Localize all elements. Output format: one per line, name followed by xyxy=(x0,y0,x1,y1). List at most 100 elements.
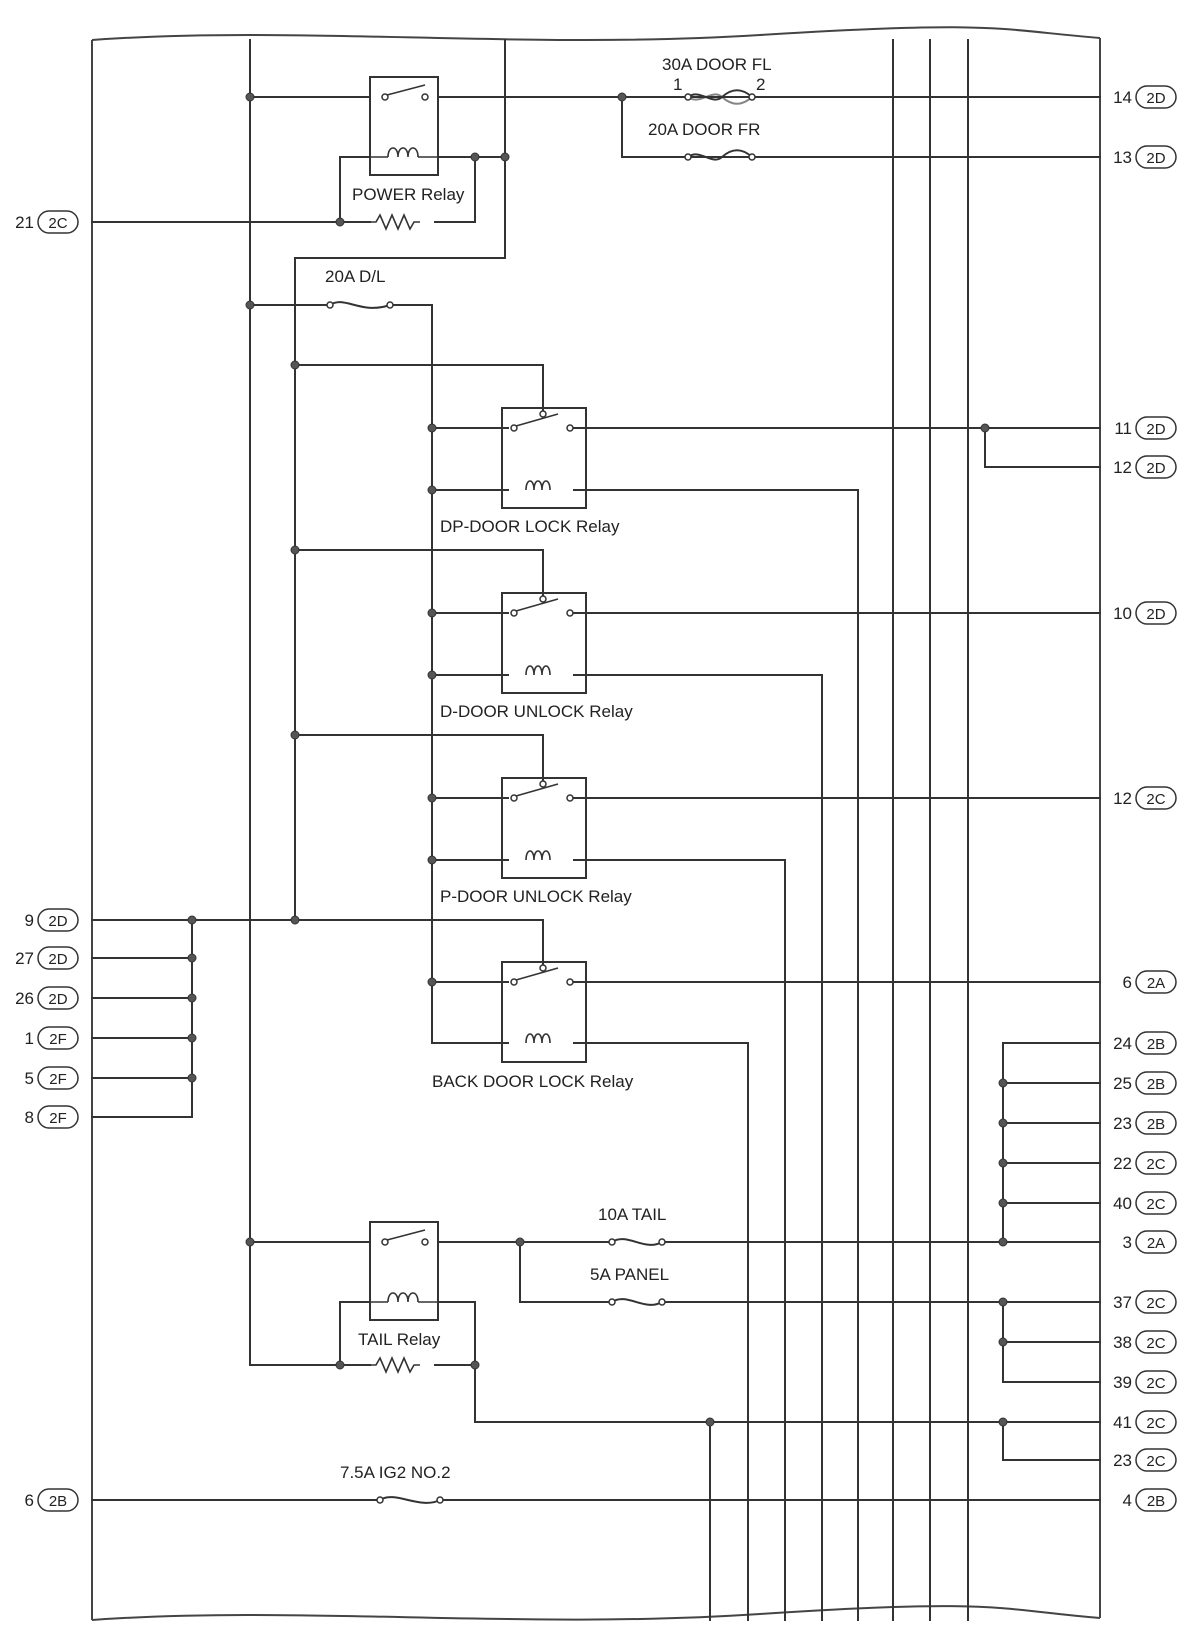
fuse-tail: 10A TAIL xyxy=(598,1205,666,1246)
terminal-connector: 2C xyxy=(1146,1453,1165,1470)
left-terminal-26-2D: 26 2D xyxy=(15,986,79,1010)
terminal-connector: 2F xyxy=(49,1071,67,1088)
fuse-door-fl-pin2: 2 xyxy=(756,75,765,94)
terminal-pin: 8 xyxy=(25,1108,34,1127)
terminal-pin: 14 xyxy=(1113,88,1132,107)
terminal-pin: 23 xyxy=(1113,1451,1132,1470)
terminal-connector: 2C xyxy=(1146,1156,1165,1173)
right-terminal-25-2B: 25 2B xyxy=(1113,1071,1177,1095)
right-terminals: 14 2D 13 2D 11 2D 12 2D 10 2D 12 2C xyxy=(1113,85,1177,1512)
terminal-pin: 21 xyxy=(15,213,34,232)
fuse-panel: 5A PANEL xyxy=(590,1265,669,1306)
terminal-pin: 3 xyxy=(1123,1233,1132,1252)
terminal-connector: 2C xyxy=(1146,1196,1165,1213)
terminal-connector: 2A xyxy=(1147,975,1165,992)
terminal-pin: 12 xyxy=(1113,789,1132,808)
terminal-connector: 2D xyxy=(48,951,67,968)
right-terminal-10-2D: 10 2D xyxy=(1113,601,1177,625)
terminal-connector: 2D xyxy=(48,991,67,1008)
terminal-pin: 1 xyxy=(25,1029,34,1048)
right-terminal-12-2D: 12 2D xyxy=(1113,455,1177,479)
right-terminal-4-2B: 4 2B xyxy=(1123,1488,1177,1512)
terminal-pin: 5 xyxy=(25,1069,34,1088)
right-terminal-23-2B: 23 2B xyxy=(1113,1111,1177,1135)
terminal-connector: 2B xyxy=(49,1493,67,1510)
terminal-pin: 6 xyxy=(25,1491,34,1510)
dp-door-lock-relay: DP-DOOR LOCK Relay xyxy=(440,407,620,536)
terminal-connector: 2D xyxy=(1146,460,1165,477)
terminal-pin: 38 xyxy=(1113,1333,1132,1352)
terminal-connector: 2B xyxy=(1147,1036,1165,1053)
p-door-unlock-relay: P-DOOR UNLOCK Relay xyxy=(440,777,632,906)
terminal-connector: 2D xyxy=(48,913,67,930)
terminal-connector: 2B xyxy=(1147,1493,1165,1510)
back-door-lock-relay: BACK DOOR LOCK Relay xyxy=(432,961,634,1091)
terminal-pin: 39 xyxy=(1113,1373,1132,1392)
d-door-unlock-relay-label: D-DOOR UNLOCK Relay xyxy=(440,702,633,721)
right-terminal-3-2A: 3 2A xyxy=(1123,1230,1177,1254)
terminal-connector: 2C xyxy=(1146,1415,1165,1432)
d-door-unlock-relay: D-DOOR UNLOCK Relay xyxy=(440,592,633,721)
fuse-door-fl-pin1: 1 xyxy=(673,75,682,94)
right-terminal-12-2C: 12 2C xyxy=(1113,786,1177,810)
terminal-connector: 2C xyxy=(1146,1335,1165,1352)
power-relay: POWER Relay xyxy=(352,76,465,232)
terminal-pin: 9 xyxy=(25,911,34,930)
terminal-connector: 2B xyxy=(1147,1076,1165,1093)
terminal-connector: 2A xyxy=(1147,1235,1165,1252)
terminal-pin: 11 xyxy=(1114,419,1132,438)
terminal-pin: 27 xyxy=(15,949,34,968)
fuse-panel-label: 5A PANEL xyxy=(590,1265,669,1284)
right-terminal-22-2C: 22 2C xyxy=(1113,1151,1177,1175)
terminal-connector: 2C xyxy=(1146,1295,1165,1312)
right-terminal-11-2D: 11 2D xyxy=(1114,416,1177,440)
left-terminal-8-2F: 8 2F xyxy=(25,1105,79,1129)
power-relay-label: POWER Relay xyxy=(352,185,465,204)
left-terminals: 21 2C 9 2D 27 2D 26 2D 1 2F 5 2F xyxy=(15,210,79,1512)
terminal-connector: 2B xyxy=(1147,1116,1165,1133)
fuse-door-fr: 20A DOOR FR xyxy=(648,120,760,161)
relays: POWER Relay DP-DOOR LOCK Relay D-DOOR UN… xyxy=(352,76,634,1375)
terminal-pin: 26 xyxy=(15,989,34,1008)
terminal-connector: 2D xyxy=(1146,150,1165,167)
terminal-connector: 2C xyxy=(1146,1375,1165,1392)
right-terminal-39-2C: 39 2C xyxy=(1113,1370,1177,1394)
left-terminal-6-2B: 6 2B xyxy=(25,1488,79,1512)
terminal-connector: 2D xyxy=(1146,421,1165,438)
fuse-ig2-no2-label: 7.5A IG2 NO.2 xyxy=(340,1463,451,1482)
back-door-lock-relay-label: BACK DOOR LOCK Relay xyxy=(432,1072,634,1091)
left-terminal-1-2F: 1 2F xyxy=(25,1026,79,1050)
p-door-unlock-relay-label: P-DOOR UNLOCK Relay xyxy=(440,887,632,906)
terminal-pin: 6 xyxy=(1123,973,1132,992)
right-terminal-40-2C: 40 2C xyxy=(1113,1191,1177,1215)
terminal-pin: 41 xyxy=(1113,1413,1132,1432)
left-terminal-9-2D: 9 2D xyxy=(25,908,79,932)
terminal-connector: 2F xyxy=(49,1110,67,1127)
tail-relay-label: TAIL Relay xyxy=(358,1330,441,1349)
left-terminal-27-2D: 27 2D xyxy=(15,946,79,970)
right-terminal-14-2D: 14 2D xyxy=(1113,85,1177,109)
fuse-dl: 20A D/L xyxy=(325,267,394,309)
fuse-dl-label: 20A D/L xyxy=(325,267,386,286)
terminal-pin: 25 xyxy=(1113,1074,1132,1093)
left-terminal-5-2F: 5 2F xyxy=(25,1066,79,1090)
junction-dots xyxy=(187,92,1008,1427)
fuse-tail-label: 10A TAIL xyxy=(598,1205,666,1224)
tail-relay: TAIL Relay xyxy=(358,1221,441,1375)
right-terminal-23-2C: 23 2C xyxy=(1113,1448,1177,1472)
terminal-pin: 37 xyxy=(1113,1293,1132,1312)
right-terminal-6-2A: 6 2A xyxy=(1123,970,1177,994)
fuse-door-fl-label: 30A DOOR FL xyxy=(662,55,772,74)
terminal-pin: 40 xyxy=(1113,1194,1132,1213)
terminal-pin: 10 xyxy=(1113,604,1132,623)
terminal-connector: 2D xyxy=(1146,606,1165,623)
fuses: 30A DOOR FL 1 2 20A DOOR FR 20A D/L 10A … xyxy=(325,55,772,1504)
wiring xyxy=(91,39,1101,1621)
terminal-pin: 4 xyxy=(1123,1491,1132,1510)
terminal-pin: 13 xyxy=(1113,148,1132,167)
terminal-pin: 23 xyxy=(1113,1114,1132,1133)
diagram-frame xyxy=(91,26,1101,1621)
right-terminal-13-2D: 13 2D xyxy=(1113,145,1177,169)
right-terminal-38-2C: 38 2C xyxy=(1113,1330,1177,1354)
